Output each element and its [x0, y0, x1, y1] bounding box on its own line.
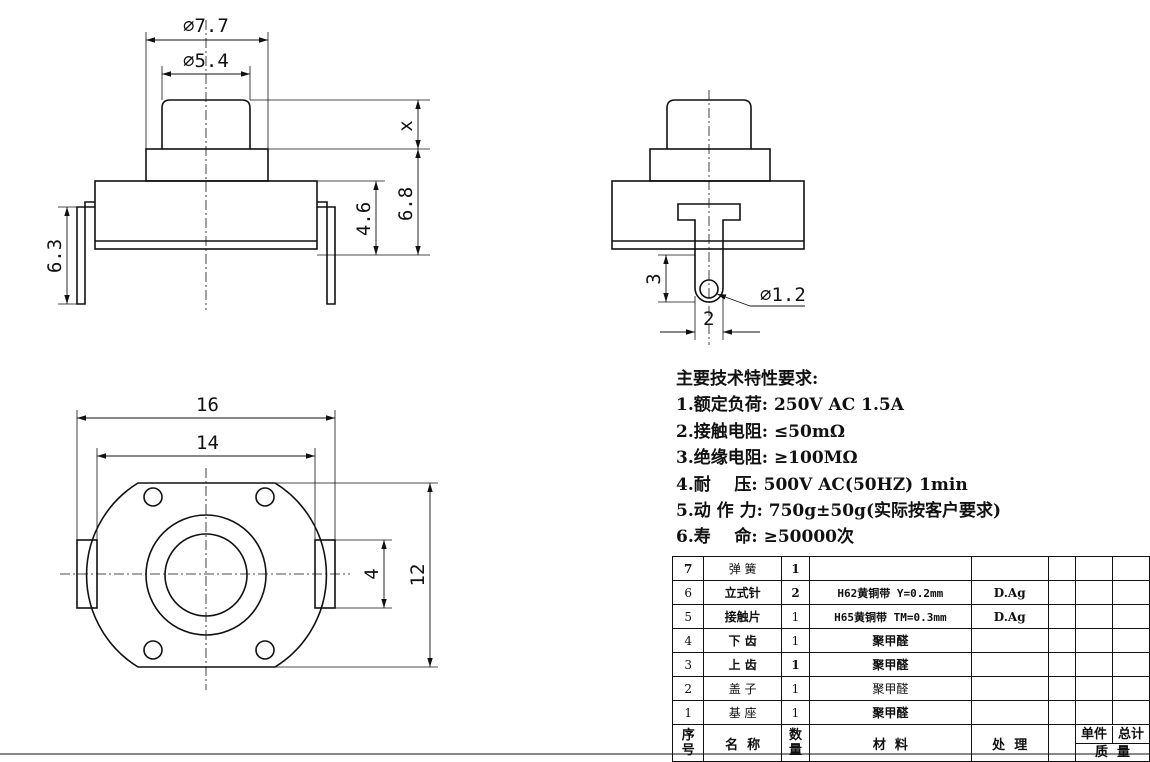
- header-number-bottom: 号: [681, 743, 695, 758]
- table-row: 7 弹 簧 1: [671, 556, 1150, 581]
- row-no: 7: [671, 556, 705, 581]
- dim-12: 12: [407, 564, 429, 587]
- table-row: 4 下 齿 1 聚甲醛: [671, 628, 1150, 653]
- row-name: 上 齿: [703, 652, 782, 677]
- row-qty: 2: [780, 580, 811, 605]
- dim-4-6: 4.6: [353, 202, 375, 236]
- row-no: 5: [671, 604, 705, 629]
- row-material: H62黄铜带 Y=0.2mm: [809, 580, 972, 605]
- header-total: 总计: [1117, 726, 1144, 742]
- dim-6-3: 6.3: [44, 239, 66, 273]
- row-name: 接触片: [703, 604, 782, 629]
- row-qty: 1: [780, 676, 811, 701]
- dim-14: 14: [196, 432, 219, 454]
- row-material: 聚甲醛: [809, 676, 972, 701]
- row-material: [809, 556, 972, 581]
- row-treatment: [970, 676, 1049, 701]
- table-row: 3 上 齿 1 聚甲醛: [671, 652, 1150, 677]
- row-name: 盖 子: [703, 676, 782, 701]
- row-treatment: [970, 700, 1049, 725]
- table-row: 6 立式针 2 H62黄铜带 Y=0.2mm D.Ag: [671, 580, 1150, 605]
- dim-dia-7-7: ⌀7.7: [183, 15, 229, 37]
- dim-2: 2: [703, 308, 714, 330]
- table-row: 5 接触片 1 H65黄铜带 TM=0.3mm D.Ag: [671, 604, 1150, 629]
- header-mass: 单件总计 质 量: [1074, 724, 1150, 762]
- row-material: 聚甲醛: [809, 652, 972, 677]
- row-qty: 1: [780, 628, 811, 653]
- row-qty: 1: [780, 604, 811, 629]
- row-name: 下 齿: [703, 628, 782, 653]
- table-header-row: 序 号 名 称 数 量 材 料 处 理 单件总计 质 量: [671, 724, 1150, 762]
- specs-title: 主要技术特性要求:: [676, 369, 819, 389]
- row-qty: 1: [780, 700, 811, 725]
- technical-specs: 主要技术特性要求: 1.额定负荷: 250V AC 1.5A 2.接触电阻: ≤…: [676, 366, 1116, 551]
- spec-line-withstand-voltage: 4.耐 压: 500V AC(50HZ) 1min: [676, 474, 968, 495]
- row-qty: 1: [780, 652, 811, 677]
- top-view: 16 14 4 12: [60, 394, 438, 690]
- spec-line-insulation-resistance: 3.绝缘电阻: ≥100MΩ: [676, 448, 858, 469]
- row-name: 弹 簧: [703, 556, 782, 581]
- front-view: ⌀7.7 ⌀5.4 x 4.6 6.8 6.3: [44, 15, 430, 310]
- row-name: 立式针: [703, 580, 782, 605]
- spec-line-rated-load: 1.额定负荷: 250V AC 1.5A: [676, 395, 904, 416]
- row-qty: 1: [780, 556, 811, 581]
- row-treatment: [970, 556, 1049, 581]
- header-unit: 单件: [1076, 725, 1113, 743]
- header-mass-label: 质 量: [1094, 744, 1131, 760]
- row-no: 6: [671, 580, 705, 605]
- dim-x: x: [395, 120, 417, 131]
- row-no: 3: [671, 652, 705, 677]
- row-treatment: [970, 652, 1049, 677]
- row-name: 基 座: [703, 700, 782, 725]
- dim-dia-5-4: ⌀5.4: [183, 50, 229, 72]
- dim-3: 3: [643, 273, 665, 284]
- row-no: 1: [671, 700, 705, 725]
- spec-line-operating-force: 5.动 作 力: 750g±50g(实际按客户要求): [676, 501, 1002, 522]
- row-material: 聚甲醛: [809, 628, 972, 653]
- header-quantity: 数 量: [780, 724, 811, 762]
- row-treatment: [970, 628, 1049, 653]
- header-treatment: 处 理: [970, 724, 1049, 762]
- table-row: 1 基 座 1 聚甲醛: [671, 700, 1150, 725]
- dim-dia-1-2: ⌀1.2: [760, 284, 806, 306]
- header-name: 名 称: [703, 724, 782, 762]
- header-number-top: 序: [681, 728, 695, 743]
- table-row: 2 盖 子 1 聚甲醛: [671, 676, 1150, 701]
- row-material: H65黄铜带 TM=0.3mm: [809, 604, 972, 629]
- dim-4: 4: [361, 568, 383, 579]
- spec-line-lifetime: 6.寿 命: ≥50000次: [676, 527, 855, 548]
- header-number: 序 号: [671, 724, 705, 762]
- row-no: 4: [671, 628, 705, 653]
- spec-line-contact-resistance: 2.接触电阻: ≤50mΩ: [676, 421, 845, 442]
- bill-of-materials: 7 弹 簧 1 6 立式针 2 H62黄铜带 Y=0.2mm D.Ag 5 接触…: [671, 556, 1150, 762]
- row-treatment: D.Ag: [970, 580, 1049, 605]
- header-material: 材 料: [809, 724, 972, 762]
- dim-6-8: 6.8: [395, 187, 417, 221]
- dim-16: 16: [196, 394, 219, 416]
- row-no: 2: [671, 676, 705, 701]
- row-treatment: D.Ag: [970, 604, 1049, 629]
- header-quantity-top: 数: [788, 728, 802, 743]
- header-quantity-bottom: 量: [788, 743, 802, 758]
- side-view: 3 2 ⌀1.2: [611, 90, 806, 345]
- row-material: 聚甲醛: [809, 700, 972, 725]
